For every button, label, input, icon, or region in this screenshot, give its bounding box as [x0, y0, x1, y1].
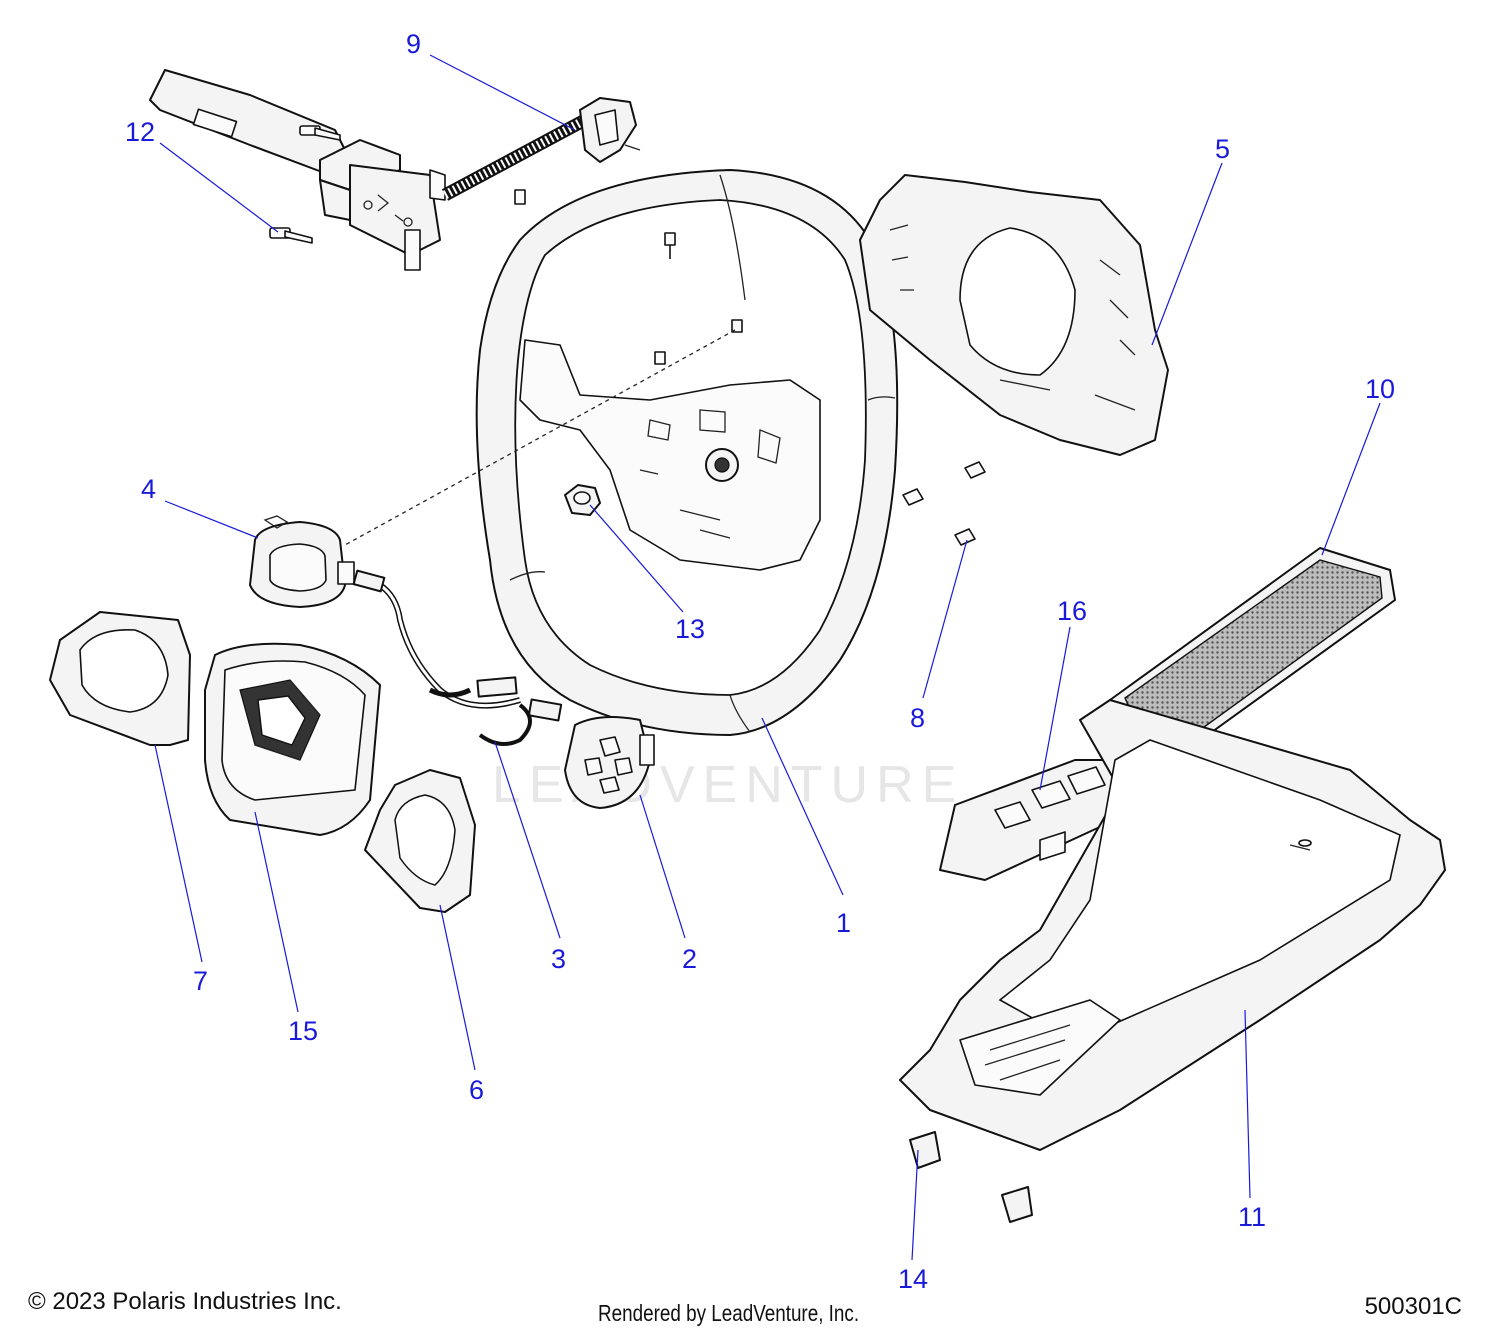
- part-bezel-6: [364, 769, 476, 913]
- callout-15: 15: [288, 1016, 318, 1046]
- watermark-text: LEADVENTURE: [492, 756, 964, 814]
- leader-6: [439, 904, 476, 1071]
- leader-lines: [154, 54, 1381, 1261]
- part-wheel-screws: [654, 232, 743, 365]
- leader-1: [761, 717, 844, 896]
- part-clock-spring: [441, 97, 641, 205]
- part-screws-8: [902, 461, 986, 546]
- callout-11: 11: [1238, 1202, 1266, 1232]
- leader-11: [1244, 1009, 1251, 1199]
- callout-numbers: 1 2 3 4 5 6 7 8 9 10 11 12 13 14 15 16: [125, 29, 1395, 1294]
- part-harness-3: [352, 569, 563, 746]
- part-switch-2: [564, 716, 655, 809]
- callout-4: 4: [141, 474, 156, 504]
- document-number: 500301C: [1364, 1293, 1462, 1320]
- callout-10: 10: [1365, 374, 1395, 404]
- leader-16: [1039, 626, 1071, 791]
- part-console-11: [899, 699, 1446, 1151]
- callout-5: 5: [1215, 134, 1230, 164]
- leader-4: [164, 500, 259, 539]
- callout-6: 6: [469, 1075, 484, 1105]
- leader-14: [911, 1149, 919, 1261]
- part-module-4: [249, 515, 355, 608]
- leader-15: [254, 811, 299, 1013]
- callout-7: 7: [193, 966, 208, 996]
- leader-9: [429, 54, 576, 131]
- callout-14: 14: [898, 1264, 928, 1294]
- rendered-by-text: Rendered by LeadVenture, Inc.: [598, 1300, 860, 1326]
- callout-8: 8: [910, 703, 925, 733]
- part-steering-column: [149, 69, 446, 271]
- part-horn-pad-15: [204, 642, 381, 836]
- leader-10: [1321, 402, 1381, 556]
- callout-13: 13: [675, 614, 705, 644]
- leader-3: [494, 741, 561, 939]
- part-shroud-5: [859, 174, 1169, 456]
- callout-12: 12: [125, 117, 155, 147]
- leader-5: [1151, 162, 1223, 346]
- leader-12: [159, 142, 279, 233]
- part-steering-wheel: [475, 169, 899, 736]
- leader-7: [154, 744, 203, 963]
- leader-13: [589, 504, 684, 613]
- part-bolts-12: [269, 125, 341, 244]
- leader-2: [639, 794, 686, 939]
- part-switch-panel-16: [939, 759, 1131, 881]
- callout-1: 1: [836, 908, 851, 938]
- callout-16: 16: [1057, 596, 1087, 626]
- part-bezel-7: [49, 611, 191, 746]
- copyright-text: © 2023 Polaris Industries Inc.: [28, 1288, 342, 1315]
- callout-2: 2: [682, 944, 697, 974]
- callout-3: 3: [551, 944, 566, 974]
- leader-8: [922, 539, 968, 699]
- callout-9: 9: [406, 29, 421, 59]
- part-nut-13: [564, 484, 601, 516]
- part-clips-14: [909, 1131, 1033, 1223]
